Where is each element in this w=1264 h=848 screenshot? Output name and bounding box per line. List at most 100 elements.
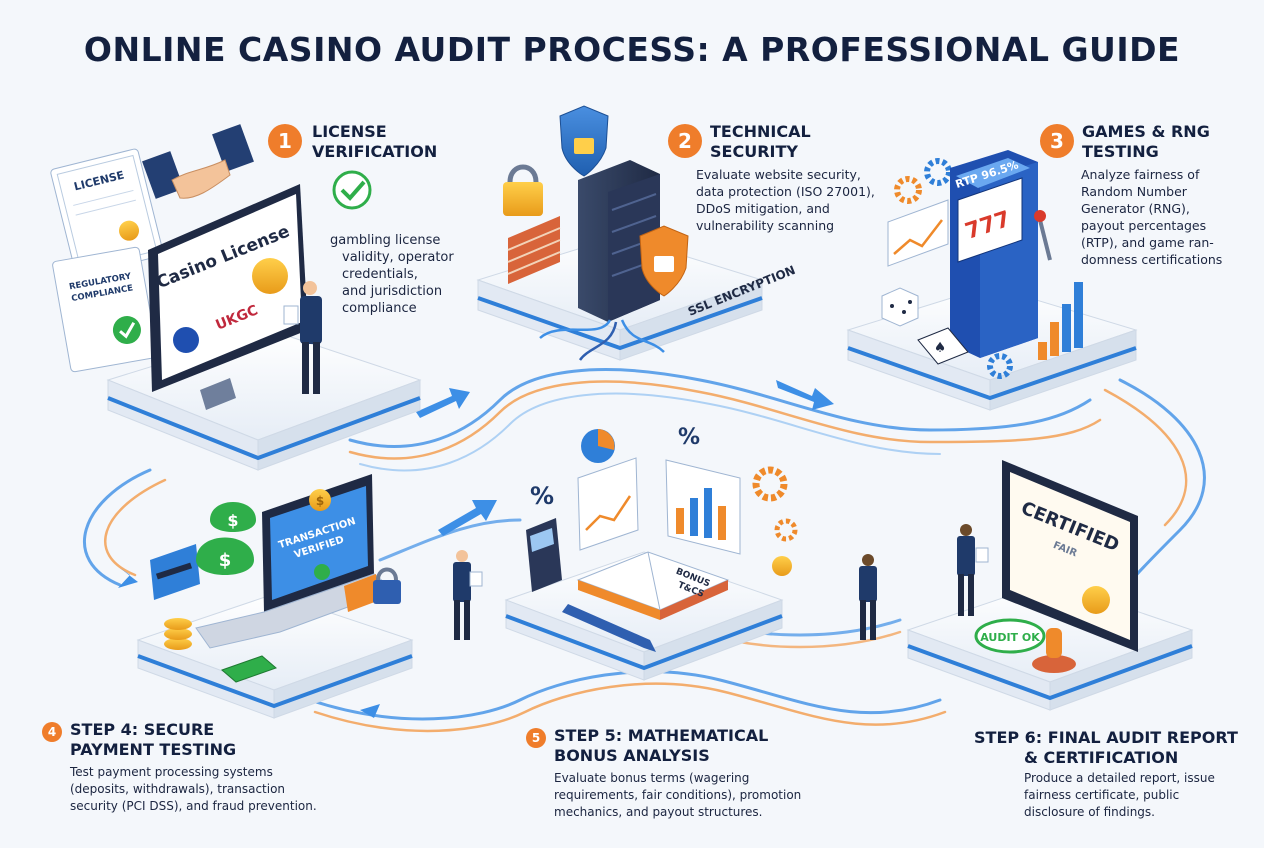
rubber-stamp-icon [1032, 628, 1076, 673]
step-5-badge: 5 [526, 728, 546, 748]
calculator-icon [526, 518, 562, 592]
auditor-figure-1 [283, 281, 322, 394]
bonus-book: BONUS T&CS [576, 551, 730, 620]
chart-panel-right [665, 459, 741, 555]
step-2-title-line1: TECHNICAL [710, 122, 811, 141]
flow-arrow-5 [360, 704, 380, 718]
pie-chart-icon [581, 429, 615, 463]
step-5-desc-line3: mechanics, and payout structures. [554, 805, 763, 819]
auditor-figure-4 [957, 524, 989, 616]
step-3-title-line2: TESTING [1082, 142, 1159, 161]
casino-license-monitor: Casino License UKGC [148, 184, 308, 410]
step-5-title-line2: BONUS ANALYSIS [554, 746, 710, 765]
green-check-icon [332, 170, 372, 210]
gear-icons [894, 158, 1013, 379]
step-4-desc-line2: (deposits, withdrawals), transaction [70, 782, 286, 796]
step-3-desc-line3: Generator (RNG), [1081, 201, 1190, 216]
step-6-title-line1: STEP 6: FINAL AUDIT REPORT [974, 728, 1238, 747]
svg-text:♠: ♠ [934, 340, 947, 356]
step-1-desc-line4: and jurisdiction [342, 284, 443, 299]
audit-ok-stamp: AUDIT OK [974, 618, 1046, 654]
certificate-seal-icon [1082, 586, 1110, 614]
step-4-description: Test payment processing systems (deposit… [70, 764, 317, 815]
network-cables [539, 319, 665, 361]
license-document: LICENSE [50, 148, 164, 277]
bar-chart-icon [1038, 282, 1083, 360]
platform-payment [136, 593, 414, 719]
svg-text:%: % [530, 482, 554, 510]
svg-text:%: % [678, 425, 700, 450]
coin-icon-bonus [772, 556, 792, 576]
compliance-document: REGULATORY COMPLIANCE [52, 246, 158, 373]
step-1-desc-line5: compliance [342, 301, 417, 316]
step-1-title-line2: VERIFICATION [312, 142, 438, 161]
step-5-desc-line2: requirements, fair conditions), promotio… [554, 788, 802, 802]
svg-text:$: $ [227, 511, 238, 530]
rtp-chart-card [887, 199, 949, 267]
step-6-desc-line2: fairness certificate, public [1024, 788, 1180, 802]
step-3-title: GAMES & RNG TESTING [1082, 122, 1210, 162]
verified-check-icon [314, 564, 330, 580]
step-2-desc-line2: data protection (ISO 27001), [696, 184, 875, 199]
flow-arrow-2 [776, 380, 834, 410]
chart-panel-left [577, 457, 639, 551]
step-6-desc-line3: disclosure of findings. [1024, 805, 1155, 819]
step-3-desc-line6: domness certifications [1081, 252, 1223, 267]
dice-icon [881, 287, 919, 327]
step-2-desc-line4: vulnerability scanning [696, 218, 835, 233]
step-1-description: gambling license validity, operator cred… [330, 232, 454, 317]
flow-arrow-1 [416, 388, 470, 418]
money-bag-icons: $ $ [196, 502, 256, 575]
coin-stack-icon [164, 618, 192, 650]
step-4-desc-line3: security (PCI DSS), and fraud prevention… [70, 799, 317, 813]
step-1-title-line1: LICENSE [312, 122, 387, 141]
step-1-desc-line2: validity, operator [342, 250, 454, 265]
flow-arrow-4 [118, 568, 138, 588]
step-5-desc-line1: Evaluate bonus terms (wagering [554, 771, 750, 785]
server-rack-icon [578, 160, 660, 322]
laptop-transaction: TRANSACTION VERIFIED [195, 474, 396, 649]
page-title: ONLINE CASINO AUDIT PROCESS: A PROFESSIO… [83, 30, 1181, 69]
step-2-desc-line3: DDoS mitigation, and [696, 201, 830, 216]
step-1-desc-line1: gambling license [330, 233, 441, 248]
svg-text:$: $ [316, 494, 324, 508]
step-4-badge: 4 [42, 722, 62, 742]
step-1-title: LICENSE VERIFICATION [312, 122, 437, 162]
step-3-title-line1: GAMES & RNG [1082, 122, 1210, 141]
step-6-description: Produce a detailed report, issue fairnes… [1024, 770, 1215, 821]
padlock-icon [503, 164, 543, 216]
step-1-desc-line3: credentials, [342, 267, 418, 282]
certificate-monitor: CERTIFIED FAIR [1002, 460, 1138, 652]
eu-flag-icon [173, 327, 199, 353]
step-2-title-line2: SECURITY [710, 142, 798, 161]
auditor-figure-2 [453, 550, 483, 640]
step-4-desc-line1: Test payment processing systems [70, 765, 273, 779]
step-3-desc-line1: Analyze fairness of [1081, 167, 1200, 182]
brick-firewall-icon [507, 216, 561, 284]
percent-icons: % % [530, 425, 700, 510]
step-2-title: TECHNICAL SECURITY [710, 122, 811, 162]
cash-bills-icon [221, 655, 277, 683]
step-2-description: Evaluate website security, data protecti… [696, 166, 875, 234]
step-5-description: Evaluate bonus terms (wagering requireme… [554, 770, 801, 821]
step-4-title-line2: PAYMENT TESTING [70, 740, 237, 759]
seal-icon [252, 258, 288, 294]
shield-lock-icon-top [559, 105, 609, 177]
step-3-description: Analyze fairness of Random Number Genera… [1081, 166, 1222, 268]
step-3-badge: 3 [1040, 124, 1074, 158]
step-6-desc-line1: Produce a detailed report, issue [1024, 771, 1215, 785]
step-2-desc-line1: Evaluate website security, [696, 167, 861, 182]
auditor-figure-3 [859, 554, 877, 640]
slot-machine: RTP 96.5% 777 [950, 150, 1052, 358]
coin-icon: $ [309, 489, 331, 511]
small-padlock-icon [373, 567, 401, 604]
step-1-badge: 1 [268, 124, 302, 158]
svg-text:$: $ [219, 550, 232, 571]
step-2-badge: 2 [668, 124, 702, 158]
shield-lock-icon-side [639, 225, 689, 297]
step-6-title: STEP 6: FINAL AUDIT REPORT & CERTIFICATI… [974, 728, 1238, 768]
handshake-icon [142, 124, 254, 199]
playing-cards-icon: ♠ [917, 327, 969, 365]
step-3-desc-line2: Random Number [1081, 184, 1187, 199]
payment-card-orange [344, 574, 380, 612]
